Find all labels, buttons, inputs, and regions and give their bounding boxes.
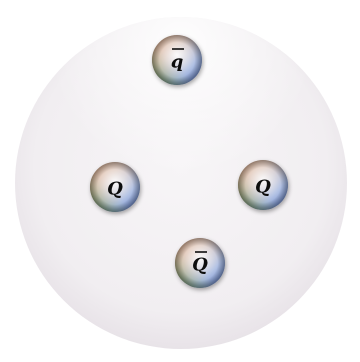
particle-quark-heavy-right: Q: [238, 160, 288, 210]
particle-label: Q: [255, 177, 271, 198]
particle-label: q: [171, 52, 184, 73]
particle-quark-heavy-left: Q: [90, 162, 140, 212]
particle-antiquark-heavy: Q: [175, 238, 225, 288]
particle-antiquark-light: q: [152, 35, 202, 85]
particle-label: Q: [107, 179, 123, 200]
particle-label: Q: [192, 255, 208, 276]
